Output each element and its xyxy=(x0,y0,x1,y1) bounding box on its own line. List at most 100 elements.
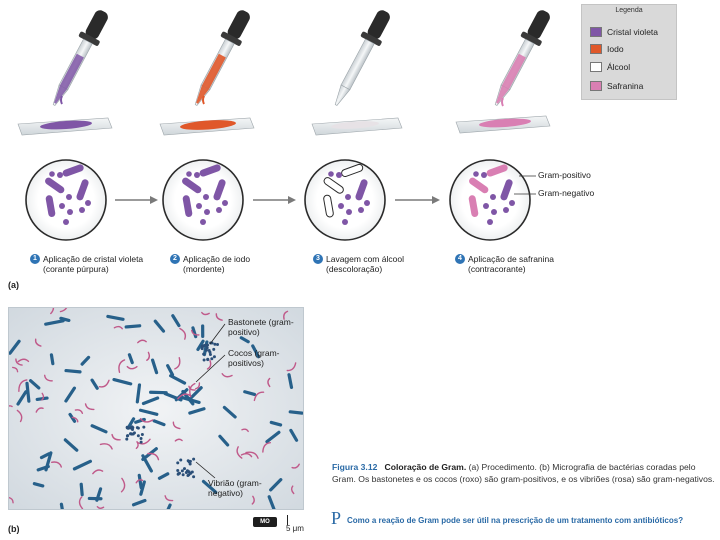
rod-cell xyxy=(243,390,257,397)
legend-swatch xyxy=(590,44,602,54)
coccus-cell xyxy=(142,425,146,429)
rod-cell xyxy=(39,452,51,460)
vibrio-cell xyxy=(98,379,110,388)
legend-label: Safranina xyxy=(607,81,644,91)
rod-cell xyxy=(137,473,143,490)
vibrio-cell xyxy=(34,338,42,347)
vibrio-cell xyxy=(241,428,249,433)
rod-cell xyxy=(201,479,218,494)
rod-cell xyxy=(196,339,205,352)
rod-cell xyxy=(64,386,76,403)
step-2: 2 Aplicação de iodo (mordente) xyxy=(170,254,295,274)
rod-cell xyxy=(288,410,303,415)
step-4: 4 Aplicação de safranina (contracorante) xyxy=(455,254,580,274)
vibrio-cell xyxy=(174,438,183,442)
coccus-cell xyxy=(176,461,180,465)
dropper-4 xyxy=(486,5,556,111)
vibrio-cell xyxy=(9,496,14,504)
rod-cell xyxy=(59,316,71,323)
legend-label: Álcool xyxy=(607,62,631,72)
step-text: Aplicação de safranina (contracorante) xyxy=(468,254,555,274)
coccus-cell xyxy=(202,352,206,356)
rod-cell xyxy=(188,386,203,401)
rod-cell xyxy=(79,482,84,497)
legend-swatch xyxy=(590,62,602,72)
coccus-cell xyxy=(189,471,193,475)
rod-cell xyxy=(289,428,299,442)
rod-cell xyxy=(265,430,281,444)
vibrio-cell xyxy=(135,441,139,450)
step-text: Aplicação de iodo (mordente) xyxy=(183,254,251,274)
coccus-cell xyxy=(204,348,208,352)
gram-stain-procedure-diagram xyxy=(17,5,556,241)
vibrio-cell xyxy=(146,351,151,361)
cells-view-4 xyxy=(449,159,536,241)
question-marker: P xyxy=(331,508,342,528)
legend-item-iodine: Iodo xyxy=(590,43,624,55)
vibrio-cell xyxy=(240,452,253,458)
coccus-cell xyxy=(131,432,135,436)
legend-label: Cristal violeta xyxy=(607,27,659,37)
coccus-cell xyxy=(201,344,205,348)
slide-4 xyxy=(455,115,551,134)
vibrio-cell xyxy=(126,365,138,370)
rod-cell xyxy=(9,339,21,355)
vibrio-cell xyxy=(71,416,79,423)
rod-cell xyxy=(106,314,125,321)
rod-cell xyxy=(222,405,237,419)
vibrio-cell xyxy=(236,446,243,459)
vibrio-cell xyxy=(137,339,147,344)
cells-view-3 xyxy=(304,159,386,241)
rod-cell xyxy=(251,344,261,359)
rod-cell xyxy=(25,381,31,403)
rod-cell xyxy=(44,319,65,326)
vibrio-cell xyxy=(283,310,289,320)
annotation-gram-positive: Gram-positivo xyxy=(538,170,591,180)
vibrio-cell xyxy=(267,377,271,388)
figure-caption-body: (a) Procedimento. (b) Micrografia de bac… xyxy=(332,462,715,484)
vibrio-cell xyxy=(190,329,200,336)
rod-cell xyxy=(169,374,187,385)
rod-cell xyxy=(153,319,166,333)
vibrio-cell xyxy=(251,495,255,505)
rod-cell xyxy=(72,459,93,471)
slide-2 xyxy=(159,117,255,136)
rod-cell xyxy=(49,353,55,366)
vibrio-cell xyxy=(78,496,84,509)
scale-line xyxy=(287,515,288,525)
microscope-badge: MO xyxy=(253,517,277,527)
vibrio-cell xyxy=(92,469,104,475)
rod-cell xyxy=(131,498,147,507)
rod-cell xyxy=(152,419,166,427)
vibrio-cell xyxy=(177,393,192,400)
slide-1 xyxy=(17,117,113,136)
vibrio-cell xyxy=(174,357,181,370)
vibrio-cell xyxy=(253,391,265,402)
vibrio-cell xyxy=(18,379,28,392)
vibrio-cell xyxy=(15,358,23,366)
vibrio-cell xyxy=(74,409,84,414)
step-text: Aplicação de cristal violeta (corante pú… xyxy=(43,254,144,274)
dropper-3 xyxy=(326,5,396,111)
coccus-cell xyxy=(176,472,180,476)
rod-cell xyxy=(188,407,206,415)
vibrio-cell xyxy=(99,443,113,450)
coccus-cell xyxy=(216,342,220,346)
coccus-cell xyxy=(139,440,143,444)
part-b-label: (b) xyxy=(8,524,20,534)
dropper-2 xyxy=(186,5,256,111)
vibrio-cell xyxy=(139,418,154,423)
vibrio-cell xyxy=(215,313,223,321)
vibrio-cell xyxy=(118,359,126,374)
annotation-gram-negative: Gram-negativo xyxy=(538,188,595,198)
rod-cell xyxy=(63,438,79,452)
vibrio-cell xyxy=(111,433,121,441)
vibrio-cell xyxy=(245,451,259,459)
micrograph-image xyxy=(9,308,303,509)
figure-number: Figura 3.12 xyxy=(332,462,378,472)
vibrio-cell xyxy=(35,407,44,413)
scale-value: 5 μm xyxy=(286,524,304,533)
coccus-cell xyxy=(130,425,134,429)
vibrio-cell xyxy=(221,373,233,378)
coccus-cell xyxy=(136,434,140,438)
